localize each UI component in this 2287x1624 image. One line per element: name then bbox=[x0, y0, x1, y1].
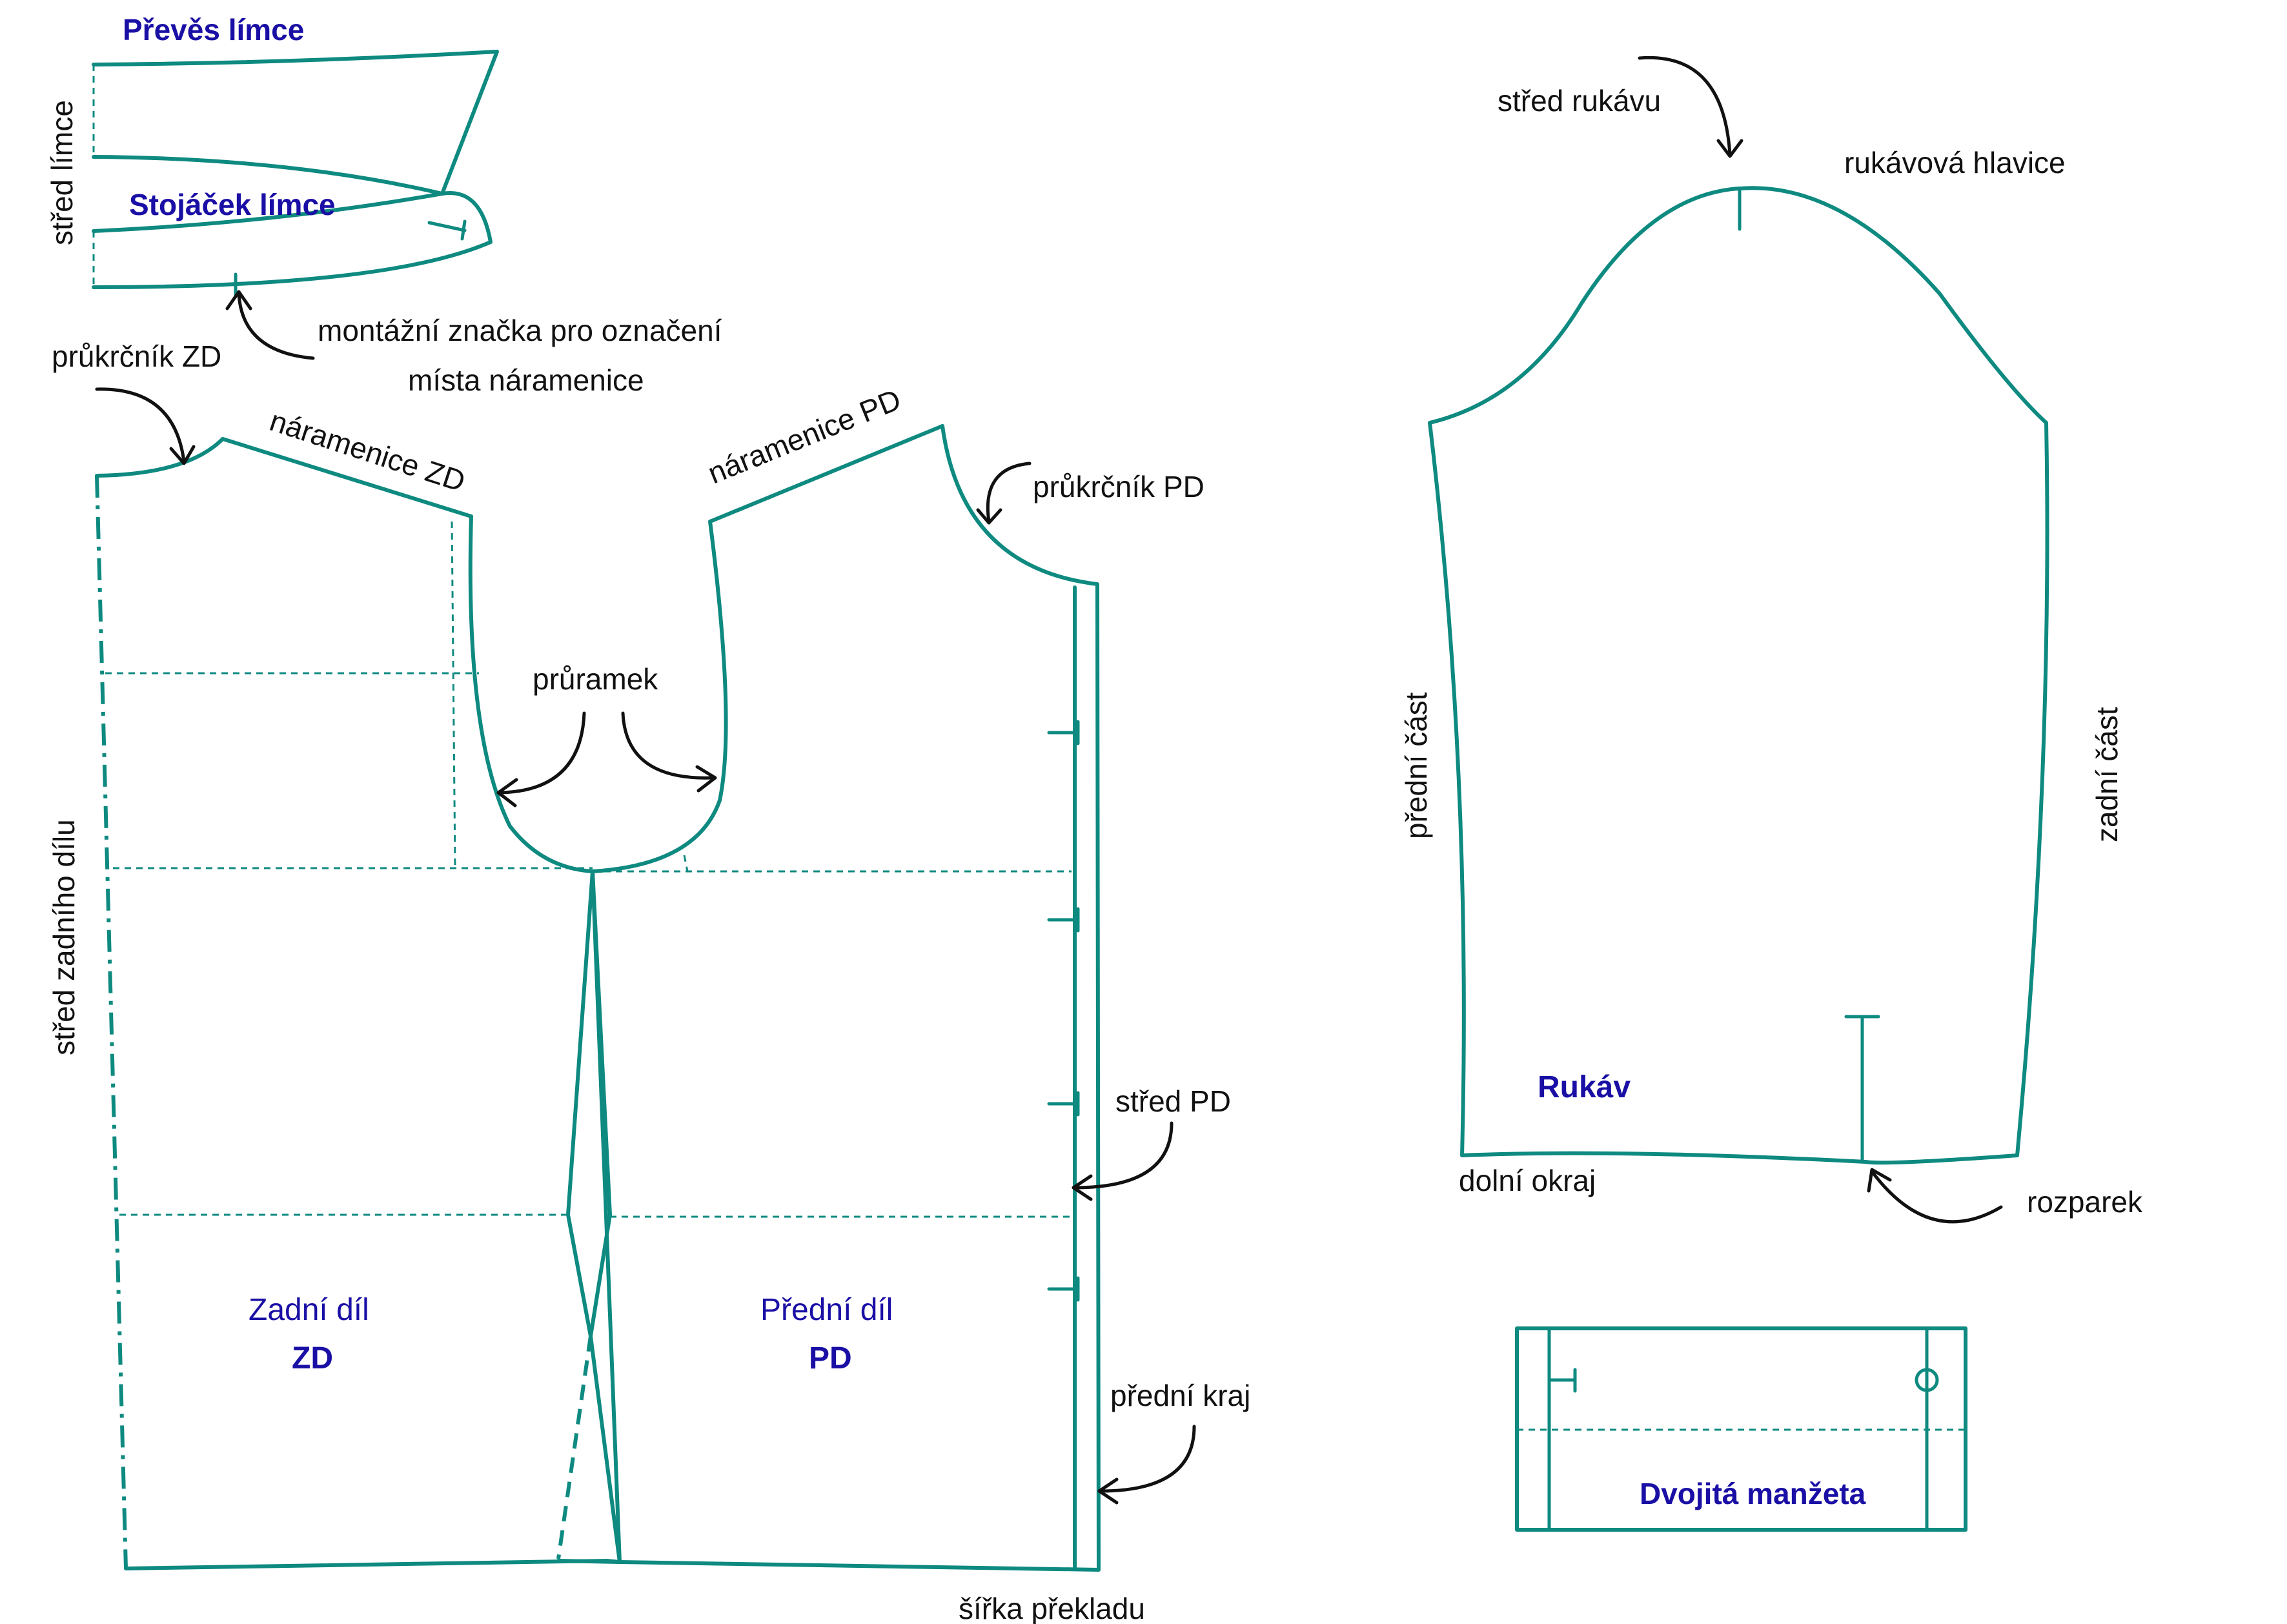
center-front-label: střed PD bbox=[1115, 1084, 1231, 1118]
sleeve-title: Rukáv bbox=[1538, 1070, 1631, 1104]
sleeve-slit-arrow bbox=[1867, 1168, 2003, 1224]
sleeve-center-arrow bbox=[1638, 56, 1743, 158]
front-edge-label: přední kraj bbox=[1110, 1379, 1250, 1412]
armhole-arrow-right bbox=[621, 711, 717, 793]
collar-mark-label-line1: montážní značka pro označení bbox=[318, 314, 722, 347]
back-piece bbox=[95, 437, 622, 1570]
collar-mark-label-line2: místa náramenice bbox=[408, 363, 644, 397]
armhole-arrow-left bbox=[496, 711, 586, 807]
sleeve-center-label: střed rukávu bbox=[1498, 84, 1661, 117]
front-neckline-arrow bbox=[976, 462, 1032, 525]
overlap-width-label: šířka překladu bbox=[959, 1592, 1145, 1624]
front-neckline-label: průkrčník PD bbox=[1033, 470, 1204, 503]
buttonhole-mark bbox=[1047, 720, 1080, 746]
sleeve-back-label: zadní část bbox=[2090, 707, 2124, 842]
collar-stand-title: Stojáček límce bbox=[129, 188, 336, 221]
sleeve-front-label: přední část bbox=[1399, 692, 1433, 839]
collar-fall-title: Převěs límce bbox=[123, 13, 304, 46]
buttonhole-mark bbox=[1047, 1091, 1080, 1117]
cuff-title: Dvojitá manžeta bbox=[1640, 1477, 1866, 1510]
cuff-piece bbox=[1515, 1326, 1967, 1532]
sleeve-cap-label: rukávová hlavice bbox=[1844, 146, 2066, 179]
back-neckline-label: průkrčník ZD bbox=[52, 340, 221, 373]
front-piece-code: PD bbox=[809, 1341, 852, 1375]
side-seam bbox=[556, 869, 622, 1564]
armhole-label: průramek bbox=[533, 662, 658, 696]
front-edge-arrow bbox=[1097, 1425, 1196, 1505]
back-piece-title: Zadní díl bbox=[249, 1293, 369, 1327]
collar-fall-piece bbox=[92, 50, 499, 196]
buttonhole-mark bbox=[1047, 907, 1080, 933]
collar-center-label: střed límce bbox=[45, 100, 79, 245]
sleeve-piece bbox=[1428, 186, 2049, 1165]
buttonhole-mark bbox=[1047, 1276, 1080, 1302]
collar-mark-arrow bbox=[225, 290, 315, 360]
front-shoulder-label: náramenice PD bbox=[703, 382, 905, 490]
center-back-label: střed zadního dílu bbox=[47, 819, 81, 1055]
front-piece bbox=[591, 424, 1101, 1572]
collar-stand-piece bbox=[92, 190, 493, 299]
front-piece-title: Přední díl bbox=[760, 1293, 893, 1327]
back-neckline-arrow bbox=[95, 387, 196, 465]
sleeve-hem-label: dolní okraj bbox=[1459, 1164, 1596, 1197]
center-front-arrow bbox=[1072, 1121, 1174, 1201]
back-piece-code: ZD bbox=[292, 1341, 333, 1375]
sleeve-slit-label: rozparek bbox=[2027, 1185, 2143, 1219]
